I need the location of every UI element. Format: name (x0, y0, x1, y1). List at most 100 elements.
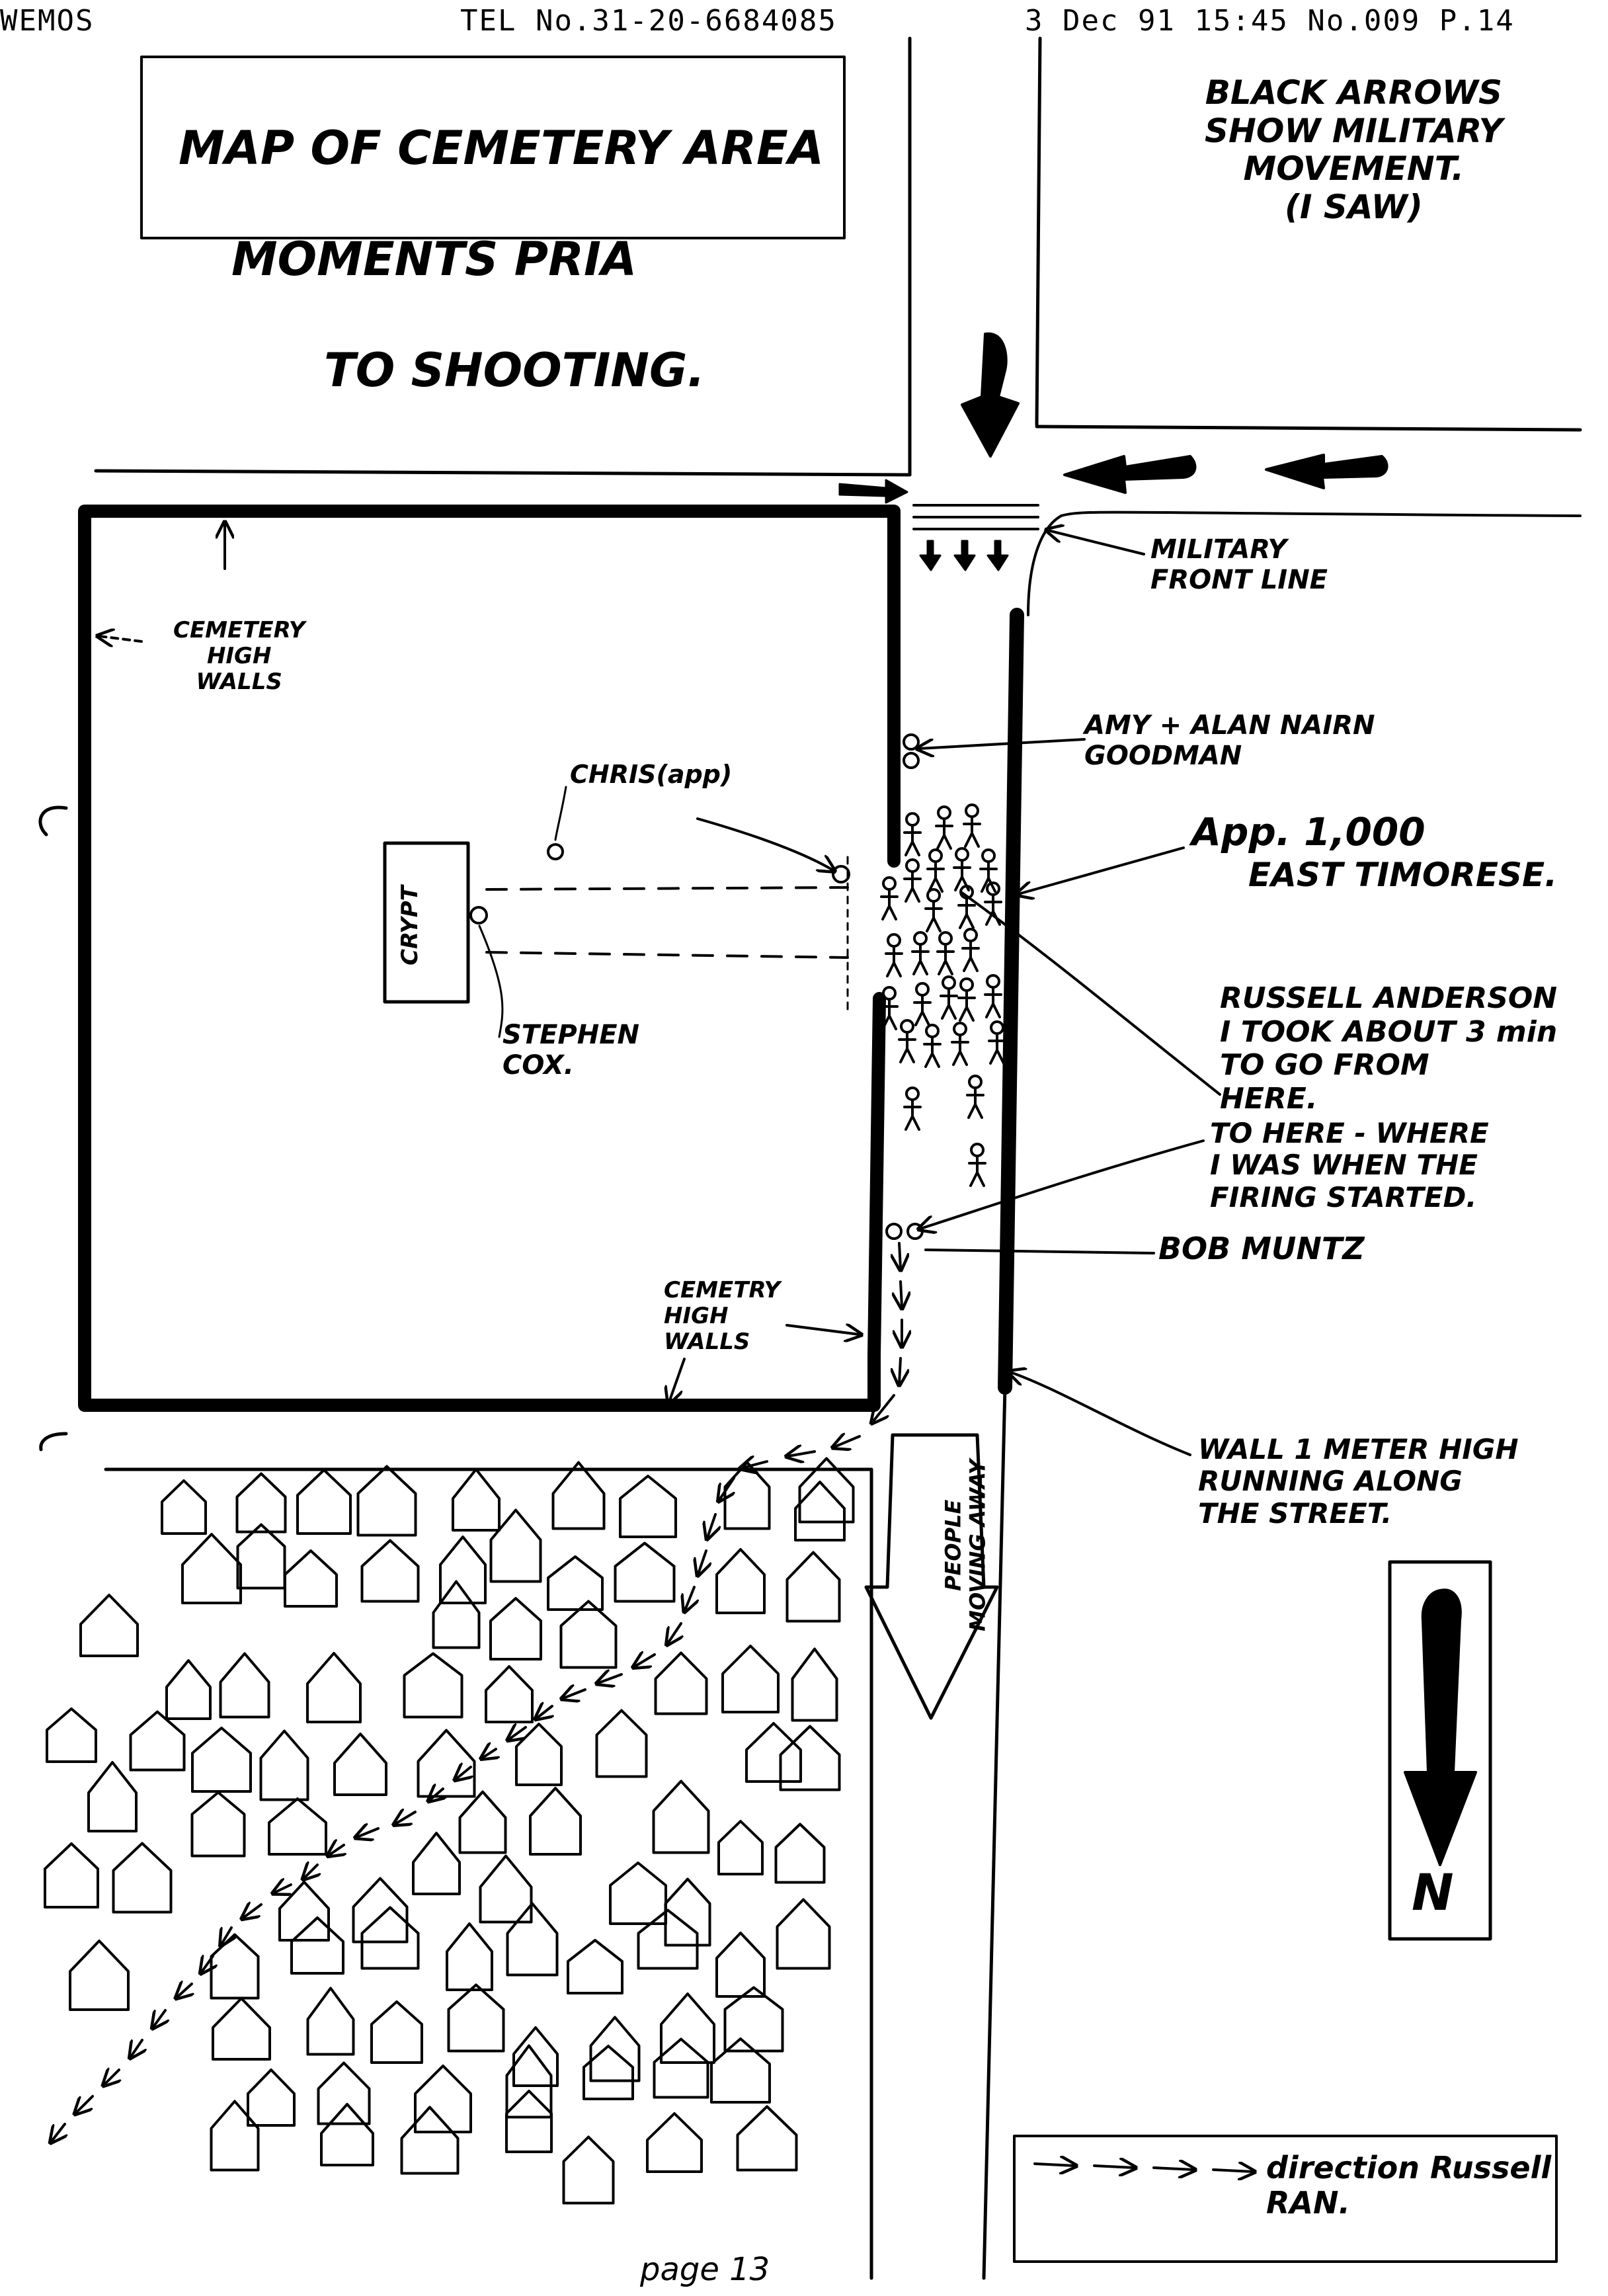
house (785, 1551, 841, 1623)
fax-timestamp: 3 Dec 91 15:45 No.009 P.14 (1025, 4, 1515, 38)
military-arrows-front-line (919, 540, 1009, 571)
house (446, 1922, 493, 1991)
house (485, 1665, 534, 1723)
crowd-person (961, 928, 980, 972)
house (403, 1652, 463, 1719)
crowd-person (957, 885, 976, 929)
house (547, 1555, 604, 1611)
crowd-person (903, 858, 922, 903)
crowd-person (968, 1143, 986, 1187)
run-arrow (153, 2009, 165, 2027)
crowd-person (936, 931, 955, 975)
path-legend-arrows (1033, 2164, 1253, 2172)
house (212, 1997, 271, 2061)
house (236, 1523, 286, 1590)
label-crypt: CRYPT (396, 885, 423, 965)
military-arrow-south (961, 332, 1020, 458)
house (791, 1647, 838, 1722)
house (247, 2069, 296, 2127)
crowd-person (903, 1086, 922, 1131)
run-arrow (685, 1586, 694, 1610)
crowd-person (957, 977, 976, 1022)
house (181, 1533, 242, 1604)
house (505, 2044, 553, 2119)
crowd-person (963, 803, 981, 848)
crowd-person (911, 931, 930, 975)
house (290, 1916, 344, 1975)
label-russell-anderson: RUSSELL ANDERSON I TOOK ABOUT 3 min TO G… (1220, 981, 1558, 1116)
house (794, 1481, 846, 1541)
house (776, 1898, 831, 1970)
military-arrow-west-2 (1265, 454, 1388, 489)
house (87, 1761, 138, 1832)
house (505, 2090, 553, 2153)
house (360, 1539, 420, 1603)
house (609, 1862, 667, 1925)
house (653, 2037, 709, 2099)
house (715, 1932, 766, 1998)
crowd-person (979, 848, 998, 893)
house (489, 1508, 542, 1583)
crowd-person (951, 1022, 969, 1066)
crowd-person (984, 974, 1002, 1018)
house (646, 2112, 703, 2173)
run-arrow (899, 1357, 901, 1383)
house (360, 1906, 420, 1970)
run-arrow (76, 2095, 94, 2113)
house (317, 2061, 371, 2125)
house (417, 1729, 476, 1798)
house (637, 1908, 699, 1970)
label-military-front-line: MILITARY FRONT LINE (1150, 534, 1328, 595)
crowd-person (988, 1020, 1006, 1065)
house (320, 2103, 374, 2166)
house (595, 1709, 648, 1778)
label-to-here: TO HERE - WHERE I WAS WHEN THE FIRING ST… (1210, 1117, 1489, 1213)
crowd-person (898, 1019, 916, 1063)
crypt (383, 841, 470, 1004)
house (447, 1983, 505, 2053)
north-arrow (1404, 1588, 1477, 1866)
house (356, 1465, 417, 1537)
run-arrow (243, 1905, 262, 1918)
house (414, 2065, 472, 2133)
house (284, 1549, 338, 1608)
label-russell-direction: direction Russell RAN. (1266, 2150, 1552, 2221)
path-legend-box (1013, 2135, 1558, 2263)
run-arrow (456, 1767, 471, 1779)
label-people-moving-away: PEOPLE MOVING AWAY (940, 1459, 990, 1631)
run-arrow (221, 1926, 231, 1944)
crowd-person (935, 805, 953, 850)
house (660, 1992, 715, 2064)
house (583, 2045, 634, 2100)
run-arrow (131, 2039, 142, 2057)
run-arrow (899, 1242, 901, 1268)
house (723, 1461, 771, 1530)
road-curve-down (1027, 514, 1063, 616)
crowd-person (880, 986, 899, 1030)
house (515, 1723, 563, 1786)
run-arrow (719, 1477, 734, 1500)
run-arrow (742, 1461, 768, 1468)
street-top-right (1035, 425, 1582, 432)
crowd-person (926, 848, 945, 893)
crowd-person (880, 876, 899, 921)
house (736, 2105, 798, 2172)
house (489, 1597, 542, 1660)
crowd-person (940, 975, 958, 1020)
house (306, 1652, 362, 1723)
north-box (1388, 1560, 1492, 1941)
house (79, 1594, 139, 1657)
cemetery-wall-north-west-south (78, 505, 901, 1412)
label-chris: CHRIS(app) (570, 760, 733, 789)
military-front-line (912, 504, 1039, 530)
cemetery-wall-east-lower (867, 992, 886, 1362)
run-arrow (635, 1655, 656, 1666)
house (717, 1820, 764, 1875)
label-cemetery-walls-left: CEMETERY HIGH WALLS (173, 617, 305, 696)
run-arrow (563, 1690, 586, 1698)
military-arrow-east-small (838, 479, 908, 504)
crowd-east-timorese (880, 803, 1006, 1187)
run-arrow (52, 2123, 65, 2141)
wall-notch (38, 805, 68, 837)
